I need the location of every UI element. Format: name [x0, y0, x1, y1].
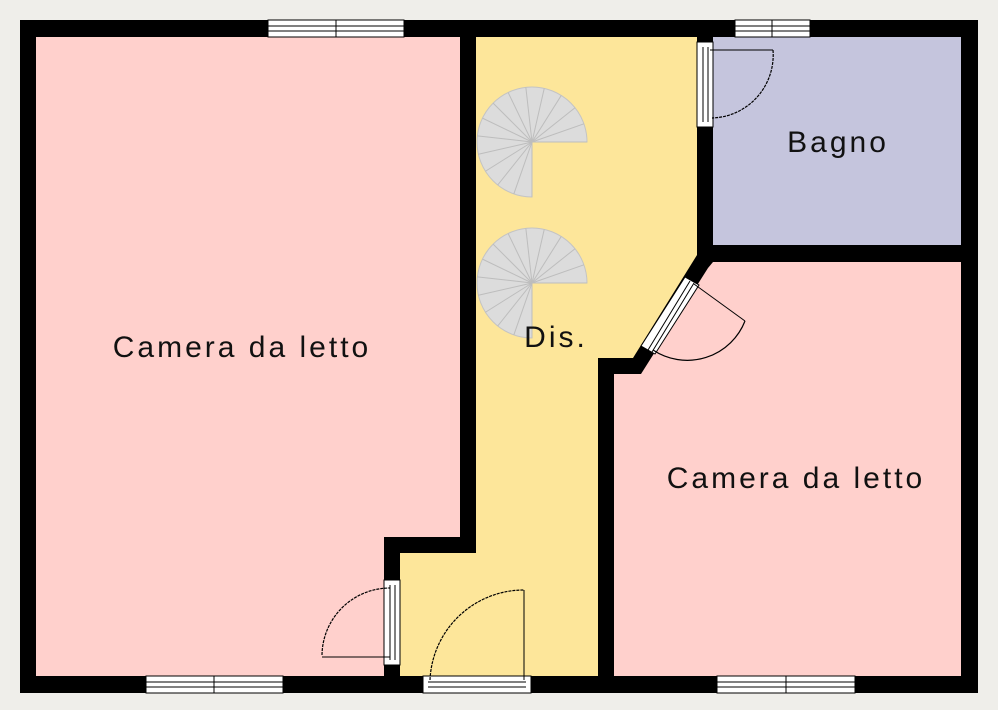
stair-step — [482, 117, 533, 143]
spiral-stair-upper — [476, 86, 588, 198]
room-label-bedroom-left: Camera da letto — [113, 331, 371, 364]
stair-step — [531, 95, 562, 143]
stair-step — [525, 228, 533, 284]
room-label-bathroom: Bagno — [787, 126, 889, 159]
door-bedroom-right[interactable] — [640, 276, 746, 361]
stair-step — [478, 282, 533, 296]
stair-step — [525, 87, 533, 143]
stair-step — [492, 102, 533, 143]
stair-step — [531, 123, 585, 143]
room-bathroom[interactable] — [713, 37, 961, 245]
stair-step — [477, 135, 533, 143]
stair-step — [485, 141, 533, 172]
stair-step — [513, 141, 533, 195]
stair-step — [513, 282, 533, 336]
stair-step — [507, 92, 533, 143]
window-top-left — [267, 19, 405, 38]
stair-step — [531, 88, 545, 143]
stair-step — [492, 243, 533, 284]
stair-step — [497, 282, 533, 327]
stair-step — [531, 236, 562, 284]
door-bedroom-left[interactable] — [321, 579, 401, 666]
spiral-stair-lower — [476, 227, 588, 339]
stair-step — [531, 248, 576, 284]
door-bathroom[interactable] — [696, 41, 774, 128]
stair-step — [531, 229, 545, 284]
window-bottom-right — [716, 675, 856, 694]
window-top-bathroom — [734, 19, 811, 38]
stair-step — [507, 233, 533, 284]
stair-step — [477, 276, 533, 284]
stair-step — [482, 258, 533, 284]
room-bedroom-left[interactable] — [36, 37, 460, 676]
room-bedroom-right[interactable] — [614, 262, 961, 676]
door-entrance[interactable] — [422, 589, 532, 694]
stair-step — [478, 141, 533, 155]
room-hallway[interactable] — [400, 37, 697, 676]
stair-step — [531, 264, 585, 284]
stair-step — [531, 107, 576, 143]
stair-step — [485, 282, 533, 313]
room-label-hallway: Dis. — [524, 321, 588, 354]
stair-step — [497, 141, 533, 186]
room-label-bedroom-right: Camera da letto — [667, 462, 925, 495]
window-bottom-left — [145, 675, 284, 694]
